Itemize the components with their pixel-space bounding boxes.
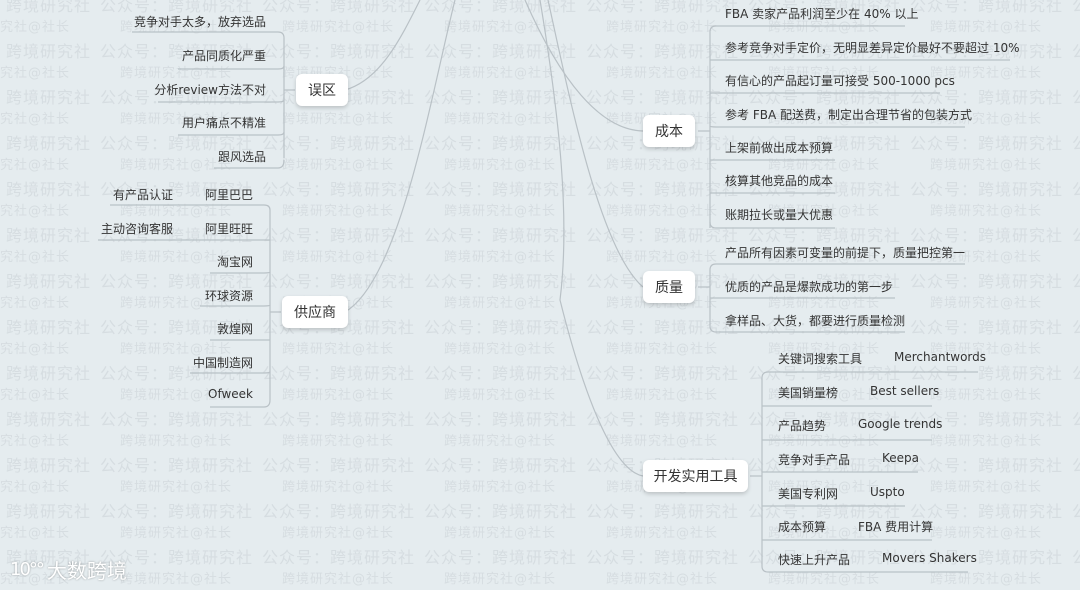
topic-label: 成本 xyxy=(655,124,683,140)
tools-category[interactable]: 竞争对手产品 xyxy=(778,453,851,467)
logo-mark-icon: 10°° xyxy=(10,559,45,580)
supplier-item[interactable]: 环球资源 xyxy=(204,289,253,303)
tools-category[interactable]: 关键词搜索工具 xyxy=(778,352,863,366)
wuqu-item[interactable]: 竞争对手太多，放弃选品 xyxy=(133,15,266,29)
tools-category[interactable]: 快速上升产品 xyxy=(778,553,851,567)
wuqu-item[interactable]: 用户痛点不精准 xyxy=(181,116,266,130)
topic-cost[interactable]: 成本 xyxy=(643,115,695,147)
cost-item[interactable]: FBA 卖家产品利润至少在 40% 以上 xyxy=(725,7,919,21)
tools-name[interactable]: Uspto xyxy=(870,485,905,499)
tools-name[interactable]: FBA 费用计算 xyxy=(858,520,934,534)
tools-category[interactable]: 成本预算 xyxy=(778,520,827,534)
cost-item[interactable]: 上架前做出成本预算 xyxy=(725,141,834,155)
topic-wuqu[interactable]: 误区 xyxy=(296,74,348,106)
quality-item[interactable]: 优质的产品是爆款成功的第一步 xyxy=(725,280,894,294)
topic-tools[interactable]: 开发实用工具 xyxy=(643,460,748,492)
cost-item[interactable]: 核算其他竞品的成本 xyxy=(725,174,834,188)
tools-name[interactable]: Movers Shakers xyxy=(882,551,977,565)
supplier-item[interactable]: 阿里巴巴 xyxy=(204,188,253,202)
tools-category[interactable]: 美国专利网 xyxy=(778,487,839,501)
cost-item[interactable]: 账期拉长或量大优惠 xyxy=(725,208,834,222)
quality-item[interactable]: 产品所有因素可变量的前提下，质量把控第一 xyxy=(725,246,966,260)
cost-item[interactable]: 参考竞争对手定价，无明显差异定价最好不要超过 10% xyxy=(725,41,1020,55)
topic-label: 质量 xyxy=(655,280,683,296)
cost-item[interactable]: 有信心的产品起订量可接受 500-1000 pcs xyxy=(725,74,955,88)
tools-category[interactable]: 产品趋势 xyxy=(778,419,827,433)
brand-logo: 10°° 大数跨境 xyxy=(10,555,127,584)
supplier-item[interactable]: 敦煌网 xyxy=(216,322,253,336)
tools-name[interactable]: Best sellers xyxy=(870,384,940,398)
logo-text: 大数跨境 xyxy=(46,559,127,583)
topic-quality[interactable]: 质量 xyxy=(643,271,695,303)
tools-name[interactable]: Keepa xyxy=(882,451,920,465)
quality-item[interactable]: 拿样品、大货，都要进行质量检测 xyxy=(725,314,906,328)
supplier-item[interactable]: 阿里旺旺 xyxy=(204,222,253,236)
topic-label: 误区 xyxy=(308,83,336,99)
topic-supplier[interactable]: 供应商 xyxy=(282,296,348,328)
topic-label: 供应商 xyxy=(294,305,336,321)
topic-label: 开发实用工具 xyxy=(653,469,738,485)
supplier-note[interactable]: 有产品认证 xyxy=(112,188,173,202)
wuqu-item[interactable]: 分析review方法不对 xyxy=(154,83,266,97)
tools-category[interactable]: 美国销量榜 xyxy=(778,386,839,400)
cost-item[interactable]: 参考 FBA 配送费，制定出合理节省的包装方式 xyxy=(725,108,972,122)
supplier-item[interactable]: Ofweek xyxy=(208,387,253,401)
supplier-note[interactable]: 主动咨询客服 xyxy=(100,222,173,236)
supplier-item[interactable]: 中国制造网 xyxy=(192,356,253,370)
wuqu-item[interactable]: 产品同质化严重 xyxy=(181,49,266,63)
tools-name[interactable]: Merchantwords xyxy=(894,350,987,364)
supplier-item[interactable]: 淘宝网 xyxy=(216,255,253,269)
wuqu-item[interactable]: 跟风选品 xyxy=(217,150,266,164)
tools-name[interactable]: Google trends xyxy=(858,417,943,431)
